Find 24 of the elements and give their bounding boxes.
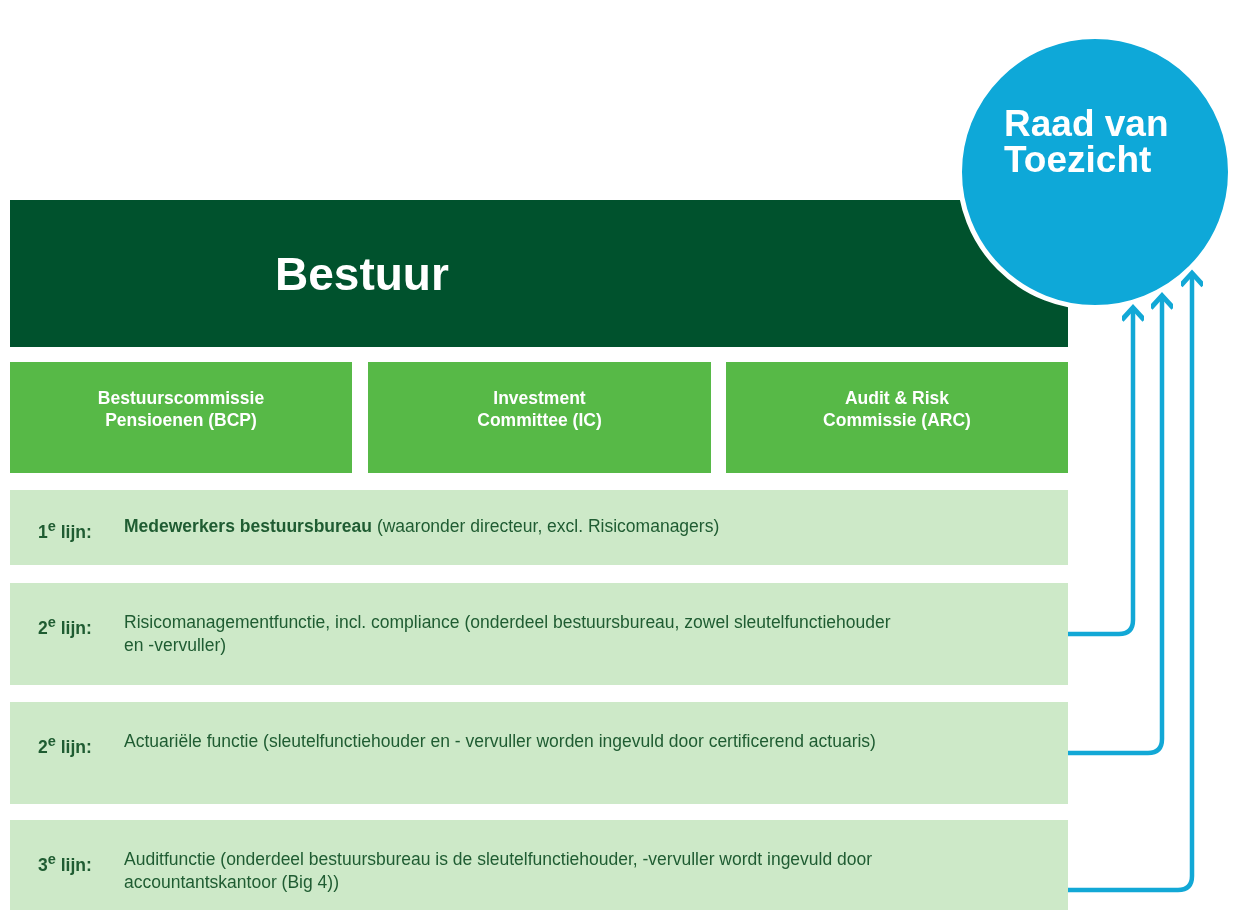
line-description: Auditfunctie (onderdeel bestuursbureau is de sleutelfunctiehouder, -vervuller wordt ingevuld door accountantskantoor (Big 4)) — [124, 848, 874, 894]
committee-box — [726, 362, 1068, 473]
arrow — [1068, 305, 1147, 637]
committee-name: Bestuurscommissie Pensioenen (BCP) — [96, 386, 266, 431]
line-of-defence-band — [10, 820, 1068, 910]
line-description: Medewerkers bestuursbureau (waaronder directeur, excl. Risicomanagers) — [124, 515, 720, 538]
arrow — [1068, 293, 1176, 756]
board-title: Raad van Toezicht — [1004, 106, 1170, 178]
board-title: Bestuur — [275, 246, 449, 301]
line-of-defence-band — [10, 702, 1068, 804]
line-label: 1$^{e}$ lijn: — [38, 517, 93, 544]
arrow — [1068, 270, 1206, 893]
line-label: 3$^{e}$ lijn: — [38, 850, 93, 877]
committee-name: Audit & Risk Commissie (ARC) — [822, 386, 972, 431]
line-label: 2$^{e}$ lijn: — [38, 732, 93, 759]
line-of-defence-band — [10, 490, 1068, 565]
line-description: Actuariële functie (sleutelfunctiehouder en - vervuller worden ingevuld door certificerend actuaris) — [124, 730, 876, 753]
board-banner — [10, 200, 1068, 347]
committee-box — [368, 362, 711, 473]
committee-box — [10, 362, 352, 473]
line-description: Risicomanagementfunctie, incl. compliance (onderdeel bestuursbureau, zowel sleutelfunctiehouder en -vervuller) — [124, 611, 892, 657]
line-label: 2$^{e}$ lijn: — [38, 613, 93, 640]
line-of-defence-band — [10, 583, 1068, 685]
committee-name: Investment Committee (IC) — [476, 386, 603, 431]
